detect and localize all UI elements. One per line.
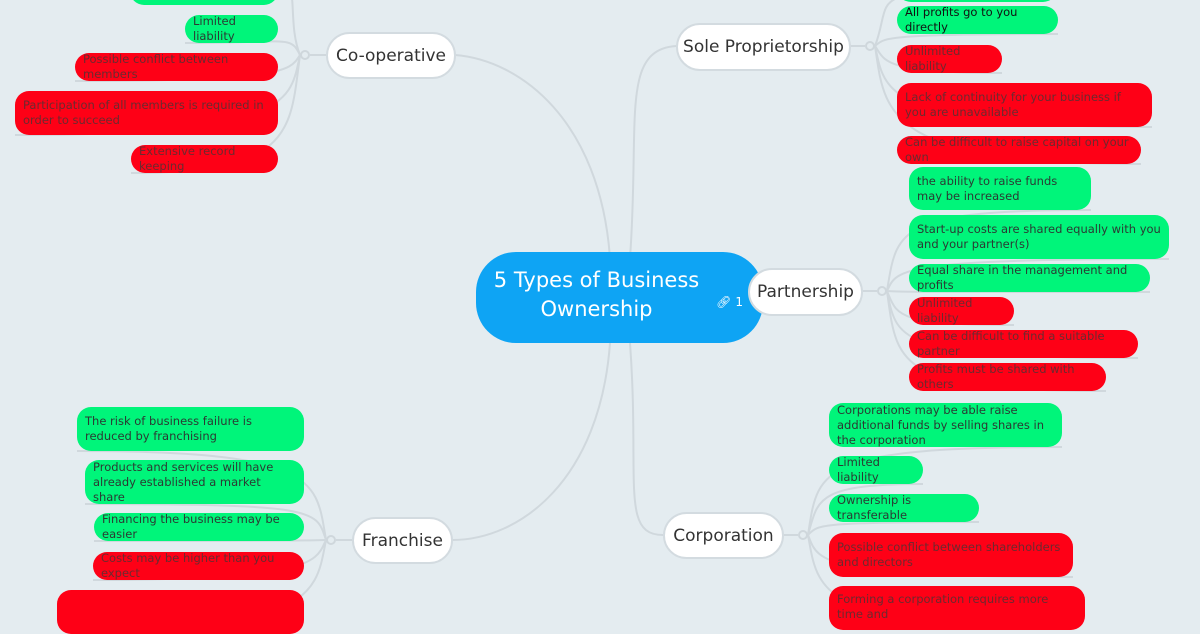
leaf-advantage[interactable]: Limited liability (185, 14, 278, 43)
link-indicator[interactable]: 🔗︎ 1 (716, 288, 743, 317)
topic-corporation[interactable]: Corporation (663, 512, 784, 559)
topic-franchise[interactable]: Franchise (352, 517, 453, 564)
leaf-disadvantage[interactable]: Possible conflict between members (75, 52, 278, 81)
leaf-disadvantage[interactable]: Profits must be shared with others (909, 362, 1106, 391)
leaf-disadvantage[interactable]: Forming a corporation requires more time… (829, 586, 1085, 630)
topic-label: Sole Proprietorship (683, 37, 844, 57)
topic-label: Partnership (757, 282, 854, 302)
branch-junction[interactable] (798, 530, 808, 540)
topic-label: Corporation (673, 525, 774, 546)
leaf-disadvantage[interactable]: Extensive record keeping (131, 144, 278, 173)
topic-sole-proprietorship[interactable]: Sole Proprietorship (676, 23, 851, 71)
leaf-disadvantage[interactable]: Participation of all members is required… (15, 91, 278, 135)
branch-junction[interactable] (300, 50, 310, 60)
leaf-advantage[interactable]: Equal share in the management and profit… (909, 263, 1150, 292)
branch-junction[interactable] (326, 535, 336, 545)
leaf-advantage[interactable]: Limited liability (829, 455, 923, 484)
leaf-disadvantage[interactable]: Unlimited liability (897, 44, 1002, 73)
leaf-disadvantage-partial[interactable] (57, 590, 304, 634)
leaf-advantage[interactable]: Products and services will have already … (85, 460, 304, 504)
topic-label: Co-operative (335, 45, 446, 66)
branch-junction[interactable] (865, 41, 875, 51)
leaf-disadvantage[interactable]: Unlimited liability (909, 296, 1014, 325)
topic-label: Franchise (362, 530, 443, 551)
link-count: 1 (735, 295, 743, 309)
leaf-disadvantage[interactable]: Lack of continuity for your business if … (897, 83, 1152, 127)
leaf-advantage[interactable]: Start-up costs are shared equally with y… (909, 215, 1169, 259)
leaf-disadvantage[interactable]: Costs may be higher than you expect (93, 551, 304, 580)
topic-cooperative[interactable]: Co-operative (326, 32, 456, 79)
leaf-advantage[interactable]: Corporations may be able raise additiona… (829, 403, 1062, 447)
leaf-advantage-partial[interactable] (897, 0, 1057, 2)
leaf-advantage-partial[interactable] (130, 0, 278, 5)
link-icon: 🔗︎ (716, 295, 732, 309)
leaf-disadvantage[interactable]: Can be difficult to raise capital on you… (897, 135, 1141, 164)
topic-partnership[interactable]: Partnership (748, 268, 863, 316)
central-topic-title: 5 Types of Business Ownership (493, 268, 700, 321)
leaf-disadvantage[interactable]: Can be difficult to find a suitable part… (909, 329, 1138, 358)
leaf-disadvantage[interactable]: Possible conflict between shareholders a… (829, 533, 1073, 577)
leaf-advantage[interactable]: Financing the business may be easier (94, 512, 304, 541)
leaf-advantage[interactable]: the ability to raise funds may be increa… (909, 167, 1091, 210)
leaf-advantage[interactable]: The risk of business failure is reduced … (77, 407, 304, 451)
leaf-advantage[interactable]: Ownership is transferable (829, 493, 979, 522)
branch-junction[interactable] (877, 286, 887, 296)
leaf-advantage[interactable]: All profits go to you directly (897, 5, 1058, 34)
central-topic[interactable]: 5 Types of Business Ownership 🔗︎ 1 (476, 252, 763, 343)
